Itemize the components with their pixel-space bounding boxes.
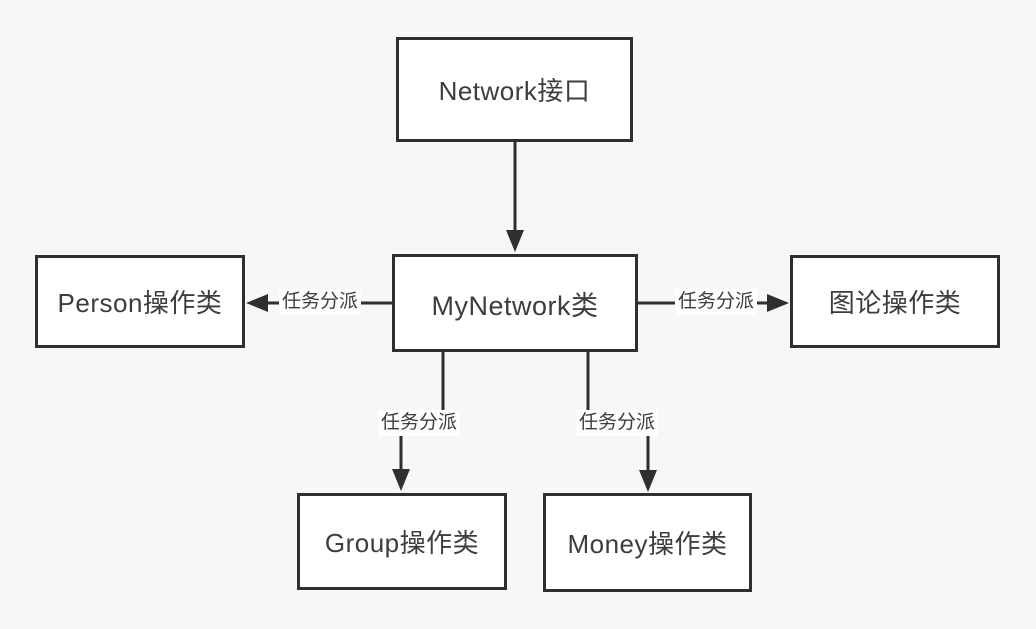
node-mynetwork: MyNetwork类 [392, 254, 638, 352]
node-network-interface-label: Network接口 [438, 76, 591, 106]
node-money: Money操作类 [543, 493, 752, 592]
arrowhead-down-icon [639, 470, 657, 492]
edge-label-task-dispatch-person: 任务分派 [278, 289, 362, 315]
node-graph-theory: 图论操作类 [790, 255, 1000, 348]
node-graph-theory-label: 图论操作类 [828, 288, 962, 318]
arrowhead-down-icon [392, 469, 410, 491]
node-network-interface: Network接口 [396, 37, 633, 142]
node-person: Person操作类 [35, 255, 245, 348]
edge-label-task-dispatch-graph: 任务分派 [674, 289, 758, 315]
node-group: Group操作类 [297, 493, 507, 590]
node-group-label: Group操作类 [324, 528, 480, 558]
arrowhead-right-icon [767, 294, 789, 312]
edge-label-task-dispatch-group: 任务分派 [377, 410, 461, 436]
node-money-label: Money操作类 [567, 529, 728, 559]
arrowhead-down-icon [506, 230, 524, 252]
node-person-label: Person操作类 [57, 288, 223, 318]
arrowhead-left-icon [246, 294, 268, 312]
node-mynetwork-label: MyNetwork类 [431, 290, 599, 321]
edge-label-task-dispatch-money: 任务分派 [575, 410, 659, 436]
